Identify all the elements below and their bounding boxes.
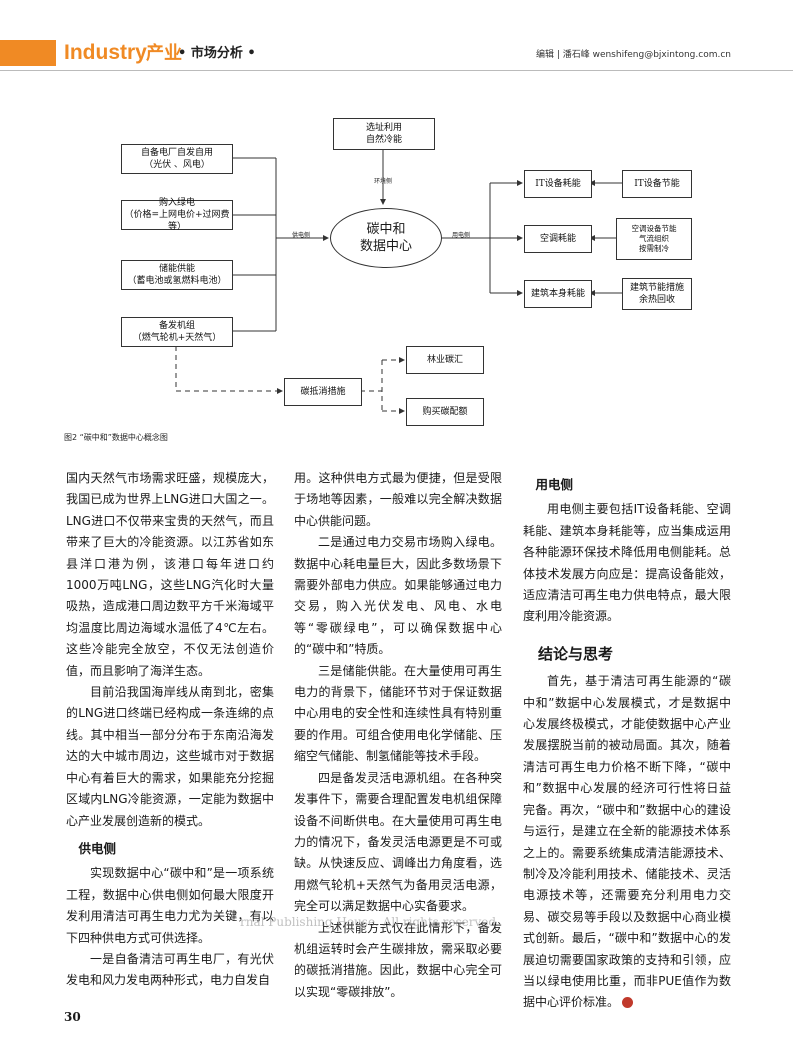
it-saving-box: IT设备节能 — [622, 170, 692, 198]
hvac-saving-box: 空调设备节能 气流组织 按需制冷 — [616, 218, 692, 260]
paragraph: 四是备发灵活电源机组。在各种突发事件下，需要合理配置发电机组保障设备不间断供电。… — [294, 770, 502, 914]
right-2-line1: 建筑节能措施 — [629, 283, 684, 293]
diagram-connectors — [175, 150, 622, 414]
building-saving-box: 建筑节能措施 余热回收 — [622, 278, 692, 310]
text-column-2: 用。这种供电方式最为便捷，但是受限于场地等因素，一般难以完全解决数据中心供能问题… — [294, 468, 502, 1003]
carbon-neutral-dc-node: 碳中和 数据中心 — [330, 208, 442, 268]
supply-1-line1: 购入绿电 — [158, 198, 195, 208]
concept-diagram: 选址利用 自然冷能 环境侧 自备电厂自发自用 （光伏 、风电） 购入绿电 （价格… — [60, 108, 740, 428]
header-accent-bar — [0, 40, 56, 66]
use-box-building: 建筑本身耗能 — [524, 280, 592, 308]
paragraph: 二是通过电力交易市场购入绿电。数据中心耗电量巨大，因此多数场景下需要外部电力供应… — [294, 535, 502, 657]
site-line1: 选址利用 — [365, 123, 402, 133]
site-line2: 自然冷能 — [365, 135, 402, 145]
paragraph: 上述供能方式仅在此情形下，备发机组运转时会产生碳排放，需采取必要的碳抵消措施。因… — [294, 920, 502, 999]
supply-3-line2: （燃气轮机+天然气） — [132, 333, 222, 343]
supply-side-label: 供电侧 — [292, 232, 311, 239]
supply-2-line1: 储能供能 — [158, 264, 195, 274]
section-title-en: Industry — [64, 41, 147, 64]
paragraph: 一是自备清洁可再生电厂，有光伏发电和风力发电两种形式，电力自发自 — [66, 951, 274, 988]
center-line1: 碳中和 — [366, 222, 406, 237]
buy-quota-box: 购买碳配额 — [406, 398, 484, 426]
figure-caption: 图2 “碳中和”数据中心概念图 — [64, 433, 168, 442]
use-box-hvac: 空调耗能 — [524, 225, 592, 253]
use-box-it: IT设备耗能 — [524, 170, 592, 198]
supply-box-self-gen: 自备电厂自发自用 （光伏 、风电） — [121, 144, 233, 174]
paragraph: 国内天然气市场需求旺盛，规模庞大，我国已成为世界上LNG进口大国之一。LNG进口… — [66, 471, 274, 678]
supply-box-storage: 储能供能 （蓄电池或氢燃料电池） — [121, 260, 233, 290]
subheading-use-side: 用电侧 — [535, 477, 574, 492]
supply-1-line2: （价格=上网电价+过网费等） — [124, 210, 230, 232]
offset-measures-box: 碳抵消措施 — [284, 378, 362, 406]
editor-credit: 编辑 | 潘石峰 wenshifeng@bjxintong.com.cn — [535, 50, 731, 60]
supply-0-line2: （光伏 、风电） — [144, 160, 210, 170]
right-1-line3: 按需制冷 — [639, 244, 669, 253]
section-title-cn: 产业 — [146, 43, 182, 64]
watermark: rnal Publishing House. All rights reserv… — [240, 915, 500, 929]
right-1-line1: 空调设备节能 — [631, 224, 677, 233]
header-rule — [0, 70, 793, 71]
forest-sink-box: 林业碳汇 — [406, 346, 484, 374]
end-mark-icon — [622, 997, 634, 1009]
site-selection-box: 选址利用 自然冷能 — [333, 118, 435, 150]
supply-3-line1: 备发机组 — [158, 321, 195, 331]
use-side-label: 用电侧 — [452, 232, 471, 239]
page-number: 30 — [64, 1010, 81, 1024]
section-heading-conclusion: 结论与思考 — [538, 644, 614, 663]
paragraph: 用电侧主要包括IT设备耗能、空调耗能、建筑本身耗能等，应当集成运用各种能源环保技… — [523, 502, 731, 624]
paragraph: 首先，基于清洁可再生能源的“碳中和”数据中心发展模式，才是数据中心发展终极模式，… — [523, 671, 731, 1014]
paragraph: 目前沿我国海岸线从南到北，密集的LNG进口终端已经构成一条连绵的点线。其中相当一… — [66, 685, 274, 828]
paragraph: 三是储能供能。在大量使用可再生电力的背景下，储能环节对于保证数据中心用电的安全性… — [294, 663, 502, 764]
supply-2-line2: （蓄电池或氢燃料电池） — [127, 276, 227, 286]
section-subtitle: • 市场分析 • — [178, 46, 256, 61]
env-side-label: 环境侧 — [374, 178, 393, 185]
center-line2: 数据中心 — [359, 239, 412, 254]
paragraph: 实现数据中心“碳中和”是一项系统工程，数据中心供电侧如何最大限度开发利用清洁可再… — [66, 866, 274, 945]
paragraph: 用。这种供电方式最为便捷，但是受限于场地等因素，一般难以完全解决数据中心供能问题… — [294, 471, 502, 528]
right-1-line2: 气流组织 — [639, 234, 669, 243]
supply-0-line1: 自备电厂自发自用 — [140, 148, 213, 158]
supply-box-green-power: 购入绿电 （价格=上网电价+过网费等） — [121, 198, 233, 232]
subheading-supply-side: 供电侧 — [78, 840, 117, 856]
right-2-line2: 余热回收 — [638, 295, 675, 305]
text-column-1: 国内天然气市场需求旺盛，规模庞大，我国已成为世界上LNG进口大国之一。LNG进口… — [66, 468, 274, 992]
supply-box-backup: 备发机组 （燃气轮机+天然气） — [121, 317, 233, 347]
conclusion-text: 首先，基于清洁可再生能源的“碳中和”数据中心发展模式，才是数据中心发展终极模式，… — [523, 674, 731, 1010]
right-0-line1: IT设备节能 — [634, 179, 680, 189]
text-column-3: 用电侧 用电侧主要包括IT设备耗能、空调耗能、建筑本身耗能等，应当集成运用各种能… — [523, 468, 731, 1014]
